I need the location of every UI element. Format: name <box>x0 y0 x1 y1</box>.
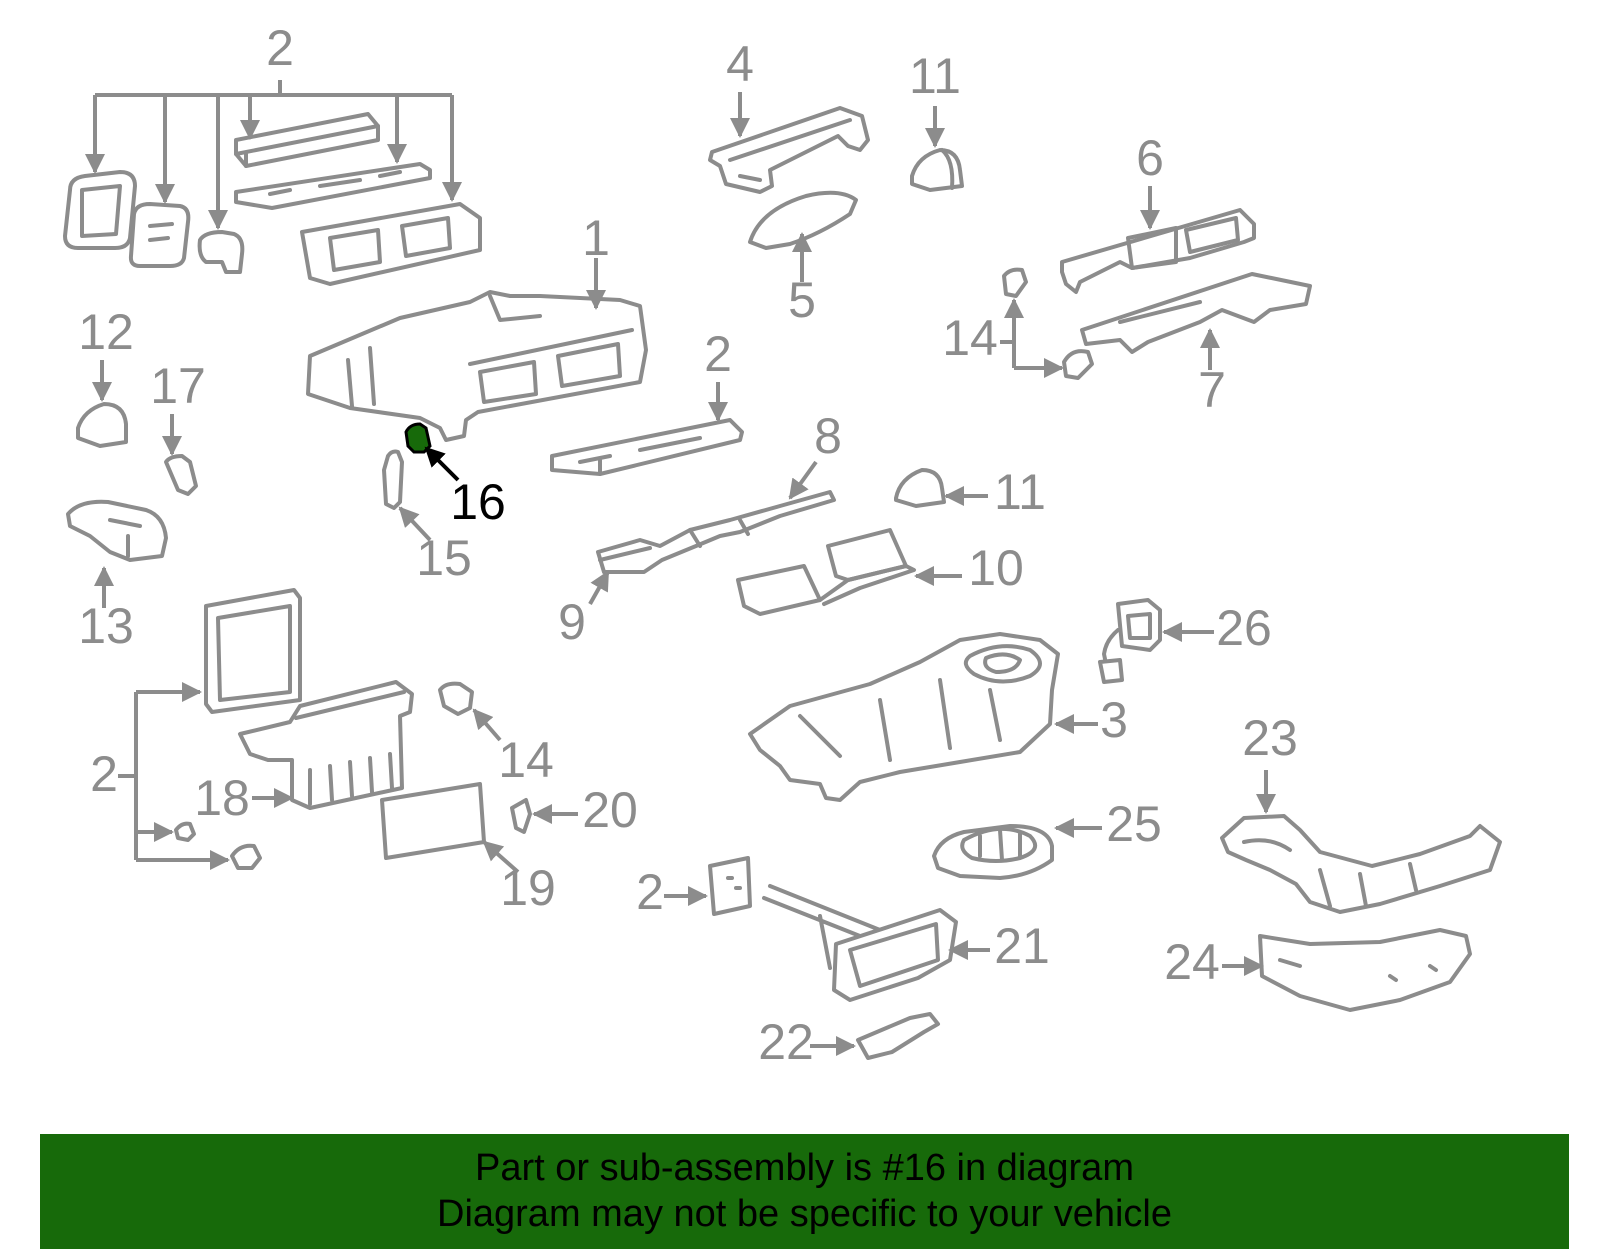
callout-16-highlighted[interactable]: 16 <box>450 474 506 530</box>
callout-14-upper[interactable]: 14 <box>942 310 998 366</box>
callout-8[interactable]: 8 <box>814 408 842 464</box>
part-14-18-2-lower <box>174 588 474 870</box>
callout-22[interactable]: 22 <box>758 1014 814 1070</box>
part-11-middle <box>894 468 946 508</box>
callout-20[interactable]: 20 <box>582 782 638 838</box>
part-25-blower-motor <box>932 824 1054 880</box>
part-23-24 <box>1220 814 1502 1012</box>
part-6-7-14 <box>1002 208 1312 380</box>
callout-7[interactable]: 7 <box>1198 362 1226 418</box>
callout-2-middle[interactable]: 2 <box>704 326 732 382</box>
part-10 <box>736 528 916 616</box>
part-4-5 <box>708 106 870 250</box>
callout-26[interactable]: 26 <box>1216 600 1272 656</box>
callout-13[interactable]: 13 <box>78 598 134 654</box>
callout-14-lower[interactable]: 14 <box>498 732 554 788</box>
callout-9[interactable]: 9 <box>558 594 586 650</box>
info-banner: Part or sub-assembly is #16 in diagram D… <box>40 1134 1569 1249</box>
callout-24[interactable]: 24 <box>1164 934 1220 990</box>
banner-disclaimer: Diagram may not be specific to your vehi… <box>437 1193 1172 1235</box>
part-19-20 <box>380 782 532 860</box>
callout-10[interactable]: 10 <box>968 540 1024 596</box>
callout-6[interactable]: 6 <box>1136 130 1164 186</box>
part-12-13-15-17 <box>66 402 404 562</box>
part-16-highlighted <box>404 422 432 454</box>
callout-4[interactable]: 4 <box>726 36 754 92</box>
part-26 <box>1098 598 1162 684</box>
part-2-vent-group <box>63 112 482 286</box>
part-1-housing <box>306 290 648 442</box>
callout-2-left[interactable]: 2 <box>90 746 118 802</box>
leader-lines <box>85 80 1276 1056</box>
callout-3[interactable]: 3 <box>1100 692 1128 748</box>
callout-17[interactable]: 17 <box>150 358 206 414</box>
banner-part-note: Part or sub-assembly is #16 in diagram <box>475 1147 1134 1189</box>
callout-15[interactable]: 15 <box>416 530 472 586</box>
callout-11-top[interactable]: 11 <box>909 48 961 104</box>
part-8-9 <box>596 490 836 574</box>
callout-18[interactable]: 18 <box>194 770 250 826</box>
callout-25[interactable]: 25 <box>1106 796 1162 852</box>
callout-2-top[interactable]: 2 <box>266 20 294 76</box>
part-2-middle <box>550 418 744 476</box>
part-3-blower-housing <box>748 632 1060 802</box>
callout-21[interactable]: 21 <box>994 918 1050 974</box>
callout-11-middle[interactable]: 11 <box>994 464 1046 520</box>
part-2-21-22-lower <box>708 856 958 1060</box>
callout-labels: 2 4 11 6 1 5 12 17 14 7 2 8 16 11 15 13 … <box>78 20 1298 1070</box>
callout-5[interactable]: 5 <box>788 272 816 328</box>
callout-2-lower[interactable]: 2 <box>636 864 664 920</box>
callout-19[interactable]: 19 <box>500 860 556 916</box>
callout-23[interactable]: 23 <box>1242 710 1298 766</box>
callout-1[interactable]: 1 <box>582 210 610 266</box>
callout-12[interactable]: 12 <box>78 304 134 360</box>
part-11-top <box>910 148 964 192</box>
